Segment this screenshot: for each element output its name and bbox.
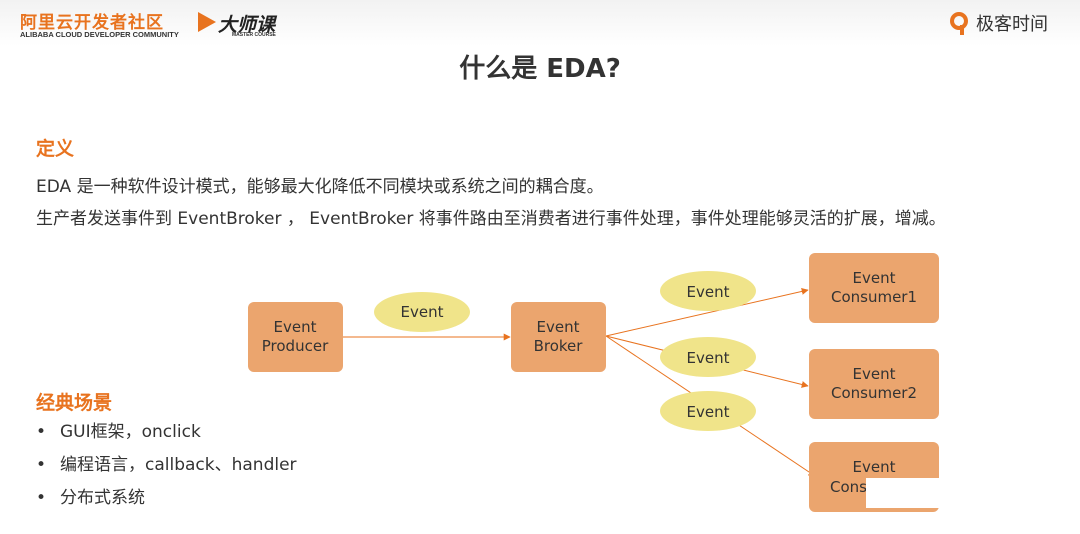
definition-heading: 定义 [36,138,75,160]
definition-line-2: 生产者发送事件到 EventBroker ， EventBroker 将事件路由… [36,209,946,229]
svg-text:Event: Event [853,458,896,476]
event-label-2: Event [660,271,756,311]
node-event-consumer1: Event Consumer1 [809,253,939,323]
master-course-logo: 大师课 MASTER COURSE [198,10,288,40]
svg-text:Event: Event [274,318,317,336]
list-item-text: 分布式系统 [60,488,145,508]
svg-text:Event: Event [401,303,444,321]
bullet-icon: • [36,422,47,442]
node-event-producer: Event Producer [248,302,343,372]
slide-title: 什么是 EDA? [459,54,621,84]
edge-broker-consumer1 [605,287,809,337]
list-item: • 编程语言，callback、handler [36,453,297,486]
svg-text:Event: Event [687,403,730,421]
svg-text:Event: Event [687,283,730,301]
svg-text:Cons: Cons [830,478,867,496]
geektime-logo: 极客时间 [950,10,1070,38]
svg-text:Event: Event [687,349,730,367]
list-item-text: 编程语言，callback、handler [60,455,297,475]
alibaba-cloud-logo-subtext: ALIBABA CLOUD DEVELOPER COMMUNITY [20,30,179,39]
event-label-1: Event [374,292,470,332]
play-icon [198,12,216,32]
svg-text:Event: Event [537,318,580,336]
top-bar [0,0,1080,46]
svg-text:Consumer1: Consumer1 [831,288,917,306]
node-event-consumer2: Event Consumer2 [809,349,939,419]
svg-text:Broker: Broker [534,337,584,355]
svg-text:Event: Event [853,269,896,287]
node-event-broker: Event Broker [511,302,606,372]
event-label-4: Event [660,391,756,431]
svg-text:Consumer2: Consumer2 [831,384,917,402]
master-course-subtext: MASTER COURSE [232,32,276,38]
watermark-cover [866,478,1046,508]
alibaba-cloud-logo-text: 阿里云开发者社区 [20,13,164,33]
event-label-3: Event [660,337,756,377]
bullet-icon: • [36,455,47,475]
definition-line-1: EDA 是一种软件设计模式，能够最大化降低不同模块或系统之间的耦合度。 [36,177,604,197]
list-item: • GUI框架，onclick [36,420,297,453]
use-cases-heading: 经典场景 [36,392,113,414]
list-item-text: GUI框架，onclick [60,422,201,442]
list-item: • 分布式系统 [36,486,297,519]
geektime-icon [950,12,968,35]
master-course-name: 大师课 [218,14,276,36]
svg-text:Event: Event [853,365,896,383]
svg-text:Producer: Producer [262,337,329,355]
geektime-name: 极客时间 [976,14,1048,35]
bullet-icon: • [36,488,47,508]
use-cases-list: • GUI框架，onclick • 编程语言，callback、handler • 分… [36,420,297,519]
